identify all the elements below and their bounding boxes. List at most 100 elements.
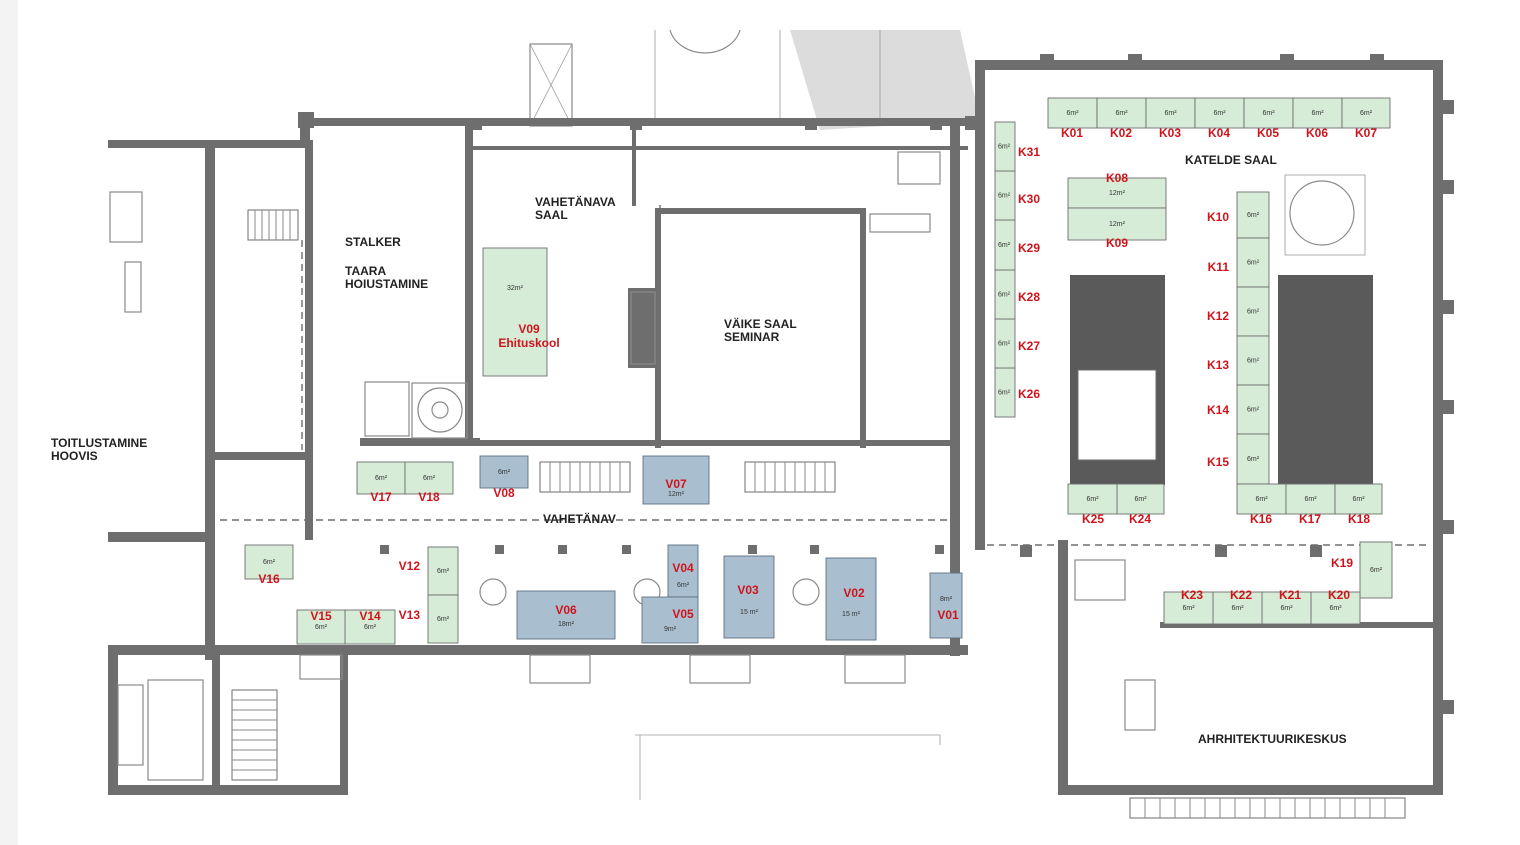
- booth-k03-area[interactable]: [1145, 97, 1196, 129]
- booth-k06-area[interactable]: [1292, 97, 1343, 129]
- booth-k20-area[interactable]: [1310, 591, 1361, 625]
- booth-v13-area[interactable]: [427, 594, 459, 644]
- booth-v06-area[interactable]: [516, 590, 616, 640]
- booth-k11-area[interactable]: [1236, 237, 1270, 288]
- booth-k10-area[interactable]: [1236, 191, 1270, 239]
- booth-k13-area[interactable]: [1236, 335, 1270, 386]
- booth-k12-area[interactable]: [1236, 286, 1270, 337]
- booth-k22-area[interactable]: [1212, 591, 1263, 625]
- booth-k02-area[interactable]: [1096, 97, 1147, 129]
- booth-v13-size: 6m²: [437, 616, 450, 623]
- booth-k29-size: 6m²: [998, 242, 1011, 249]
- booth-k16-size: 6m²: [1255, 496, 1268, 503]
- booth-v12-area[interactable]: [427, 546, 459, 596]
- booth-k10-size: 6m²: [1247, 212, 1260, 219]
- booth-k21-area[interactable]: [1261, 591, 1312, 625]
- booth-k24-area[interactable]: [1116, 483, 1165, 515]
- room-label-vaike-saal-line-1: VÄIKE SAAL: [724, 316, 797, 331]
- booth-k26-code: K26: [1018, 387, 1040, 401]
- booth-k12-code: K12: [1207, 309, 1229, 323]
- booth-v09-area[interactable]: [482, 247, 548, 377]
- booth-v15-area[interactable]: [296, 609, 346, 645]
- booth-k09-area[interactable]: [1067, 207, 1167, 241]
- booth-k07-area[interactable]: [1341, 97, 1391, 129]
- booth-k31-area[interactable]: [994, 121, 1016, 172]
- booth-k01-area[interactable]: [1047, 97, 1098, 129]
- room-label-toitlustamine-line-1: TOITLUSTAMINE: [51, 436, 147, 450]
- booth-v17-area[interactable]: [356, 461, 406, 495]
- booth-v07-area[interactable]: [642, 455, 710, 505]
- booth-v16-area[interactable]: [244, 544, 294, 580]
- booth-v08-area[interactable]: [479, 455, 529, 489]
- booth-v14-area[interactable]: [344, 609, 396, 645]
- door-label-laadimise-uks-right-line-1: LAADIMISE: [1464, 473, 1520, 485]
- booth-k22-code: K22: [1230, 588, 1252, 602]
- booth-v05-area[interactable]: [641, 596, 699, 644]
- booth-v01-area[interactable]: [929, 572, 963, 639]
- boiler-right: [1278, 275, 1373, 485]
- booth-v02-area[interactable]: [825, 557, 877, 641]
- booth-v18-area[interactable]: [404, 461, 454, 495]
- booth-k19-area[interactable]: [1359, 541, 1393, 599]
- booth-v04-area[interactable]: [667, 544, 699, 598]
- booth-k05-area[interactable]: [1243, 97, 1294, 129]
- booth-k16-area[interactable]: [1236, 483, 1287, 515]
- booth-v03-area[interactable]: [723, 555, 775, 639]
- booth-k23-area[interactable]: [1163, 591, 1214, 625]
- booth-k04-area[interactable]: [1194, 97, 1245, 129]
- booth-k11-size: 6m²: [1247, 260, 1260, 267]
- booth-k18-size: 6m²: [1352, 496, 1365, 503]
- stairs-corridor-1: [744, 461, 836, 493]
- booth-k18-area[interactable]: [1334, 483, 1383, 515]
- booth-k25-area[interactable]: [1067, 483, 1118, 515]
- booth-k14-area[interactable]: [1236, 384, 1270, 435]
